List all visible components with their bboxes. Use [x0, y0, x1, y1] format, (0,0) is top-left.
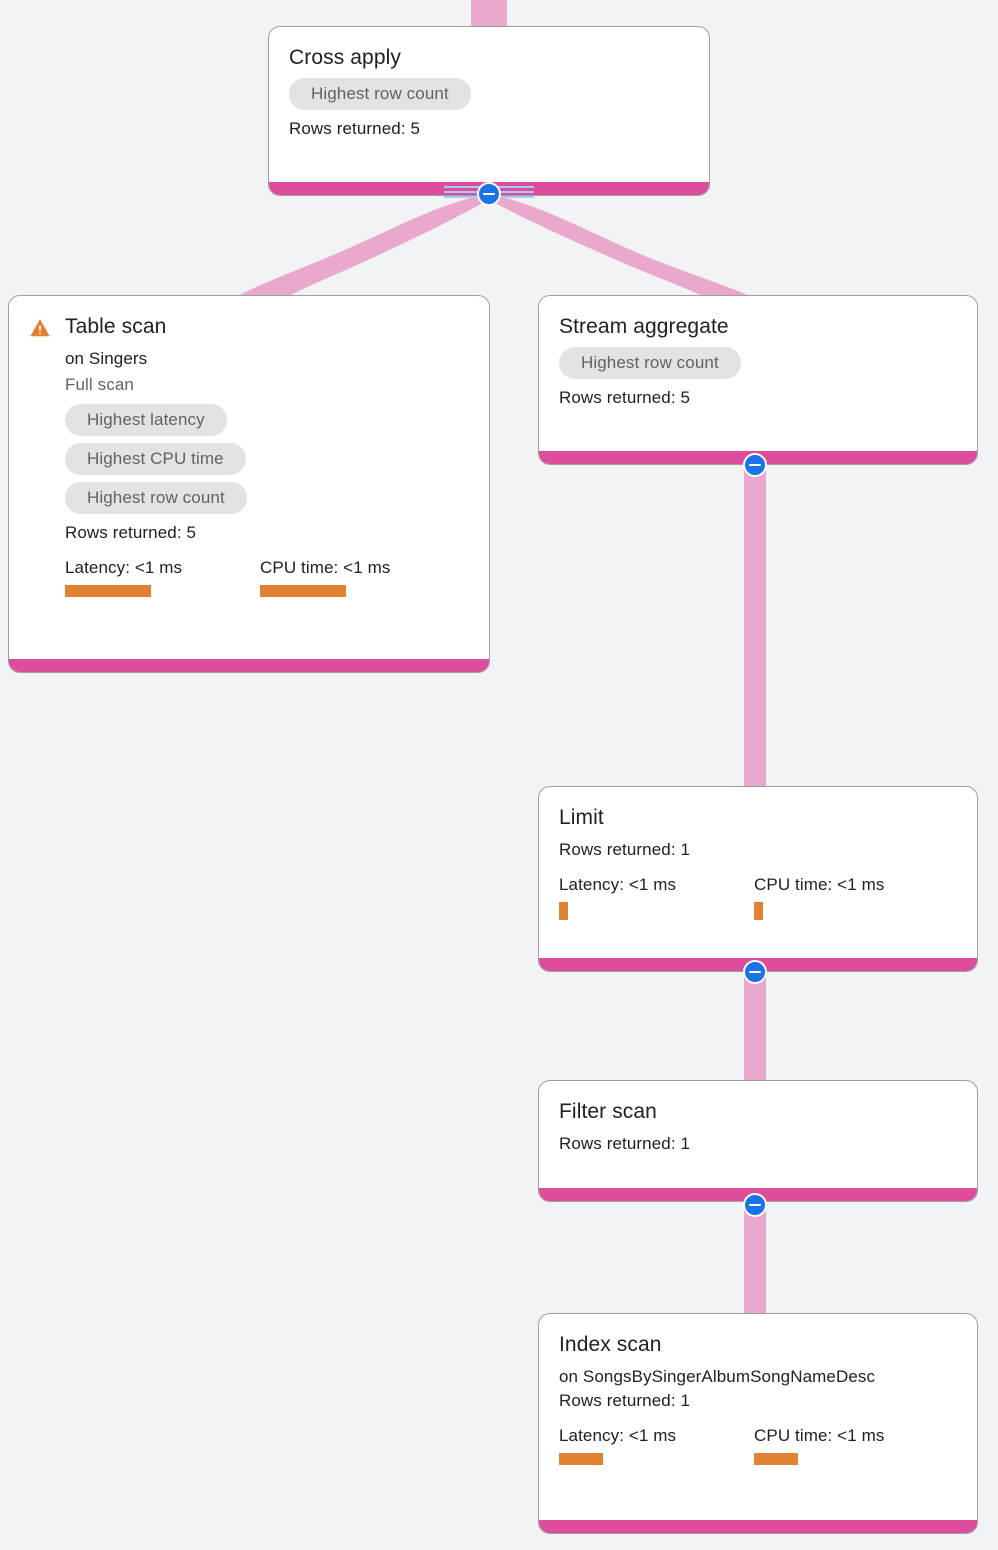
node-scan-type: Full scan: [65, 375, 134, 394]
metric-cpu-label: CPU time: <1 ms: [754, 1426, 885, 1445]
node-title: Cross apply: [289, 46, 401, 69]
metric-cpu-bar: [260, 585, 346, 597]
metric-latency: Latency: <1 ms: [559, 1425, 754, 1465]
badge-highest-row-count: Highest row count: [65, 482, 247, 514]
node-chip-list: Highest row count: [289, 78, 689, 117]
metric-cpu-time: CPU time: <1 ms: [260, 557, 390, 597]
collapse-toggle-stream-aggregate[interactable]: [743, 453, 767, 477]
node-metrics: Latency: <1 ms CPU time: <1 ms: [559, 874, 957, 920]
node-header: Table scan: [29, 314, 469, 340]
badge-highest-row-count: Highest row count: [289, 78, 471, 110]
node-title: Limit: [559, 806, 604, 829]
metric-latency-label: Latency: <1 ms: [559, 875, 677, 894]
metric-cpu-bar: [754, 1453, 798, 1465]
node-rows-returned: Rows returned: 1: [559, 1391, 691, 1410]
node-metrics: Latency: <1 ms CPU time: <1 ms: [559, 1425, 957, 1465]
metric-cpu-label: CPU time: <1 ms: [260, 558, 391, 577]
node-target: on Singers: [65, 349, 148, 368]
plan-node-cross-apply[interactable]: Cross apply Highest row count Rows retur…: [268, 26, 710, 196]
node-rows-returned: Rows returned: 5: [65, 523, 197, 542]
plan-node-limit[interactable]: Limit Rows returned: 1 Latency: <1 ms CP…: [538, 786, 978, 972]
node-header: Index scan: [559, 1332, 957, 1358]
node-body: Cross apply Highest row count Rows retur…: [269, 27, 709, 182]
badge-highest-cpu-time: Highest CPU time: [65, 443, 246, 475]
metric-latency-bar: [559, 1453, 603, 1465]
minus-icon: [483, 193, 495, 195]
collapse-toggle-filter-scan[interactable]: [743, 1193, 767, 1217]
node-chip-list: Highest latency Highest CPU time Highest…: [65, 404, 469, 521]
badge-highest-latency: Highest latency: [65, 404, 227, 436]
node-body: Limit Rows returned: 1 Latency: <1 ms CP…: [539, 787, 977, 958]
metric-latency-bar: [559, 902, 568, 920]
node-rows-returned: Rows returned: 5: [289, 119, 421, 138]
plan-node-index-scan[interactable]: Index scan on SongsBySingerAlbumSongName…: [538, 1313, 978, 1534]
node-title: Index scan: [559, 1333, 662, 1356]
metric-cpu-bar: [754, 902, 763, 920]
metric-cpu-time: CPU time: <1 ms: [754, 874, 884, 920]
node-rows-returned: Rows returned: 5: [559, 388, 691, 407]
metric-latency-label: Latency: <1 ms: [65, 558, 183, 577]
node-body: Table scan on Singers Full scan Highest …: [9, 296, 489, 659]
warning-icon: [30, 319, 50, 337]
metric-latency: Latency: <1 ms: [559, 874, 754, 920]
node-body: Stream aggregate Highest row count Rows …: [539, 296, 977, 451]
node-metrics: Latency: <1 ms CPU time: <1 ms: [65, 557, 469, 597]
node-accent-bar: [9, 659, 489, 672]
node-rows-returned: Rows returned: 1: [559, 840, 691, 859]
node-header: Filter scan: [559, 1099, 957, 1125]
node-chip-list: Highest row count: [559, 347, 957, 386]
node-header: Stream aggregate: [559, 314, 957, 340]
collapse-toggle-limit[interactable]: [743, 960, 767, 984]
plan-node-table-scan[interactable]: Table scan on Singers Full scan Highest …: [8, 295, 490, 673]
metric-cpu-time: CPU time: <1 ms: [754, 1425, 884, 1465]
node-title: Stream aggregate: [559, 315, 729, 338]
collapse-toggle-cross-apply[interactable]: [477, 182, 501, 206]
minus-icon: [749, 464, 761, 466]
node-target: on SongsBySingerAlbumSongNameDesc: [559, 1367, 876, 1386]
minus-icon: [749, 971, 761, 973]
node-title: Filter scan: [559, 1100, 657, 1123]
minus-icon: [749, 1204, 761, 1206]
plan-node-stream-aggregate[interactable]: Stream aggregate Highest row count Rows …: [538, 295, 978, 465]
badge-highest-row-count: Highest row count: [559, 347, 741, 379]
node-body: Index scan on SongsBySingerAlbumSongName…: [539, 1314, 977, 1520]
metric-latency-bar: [65, 585, 151, 597]
plan-node-filter-scan[interactable]: Filter scan Rows returned: 1: [538, 1080, 978, 1202]
node-accent-bar: [539, 1520, 977, 1533]
node-rows-returned: Rows returned: 1: [559, 1134, 691, 1153]
node-header: Cross apply: [289, 45, 689, 71]
metric-cpu-label: CPU time: <1 ms: [754, 875, 885, 894]
node-body: Filter scan Rows returned: 1: [539, 1081, 977, 1188]
node-header: Limit: [559, 805, 957, 831]
node-title: Table scan: [65, 315, 167, 338]
metric-latency: Latency: <1 ms: [65, 557, 260, 597]
metric-latency-label: Latency: <1 ms: [559, 1426, 677, 1445]
